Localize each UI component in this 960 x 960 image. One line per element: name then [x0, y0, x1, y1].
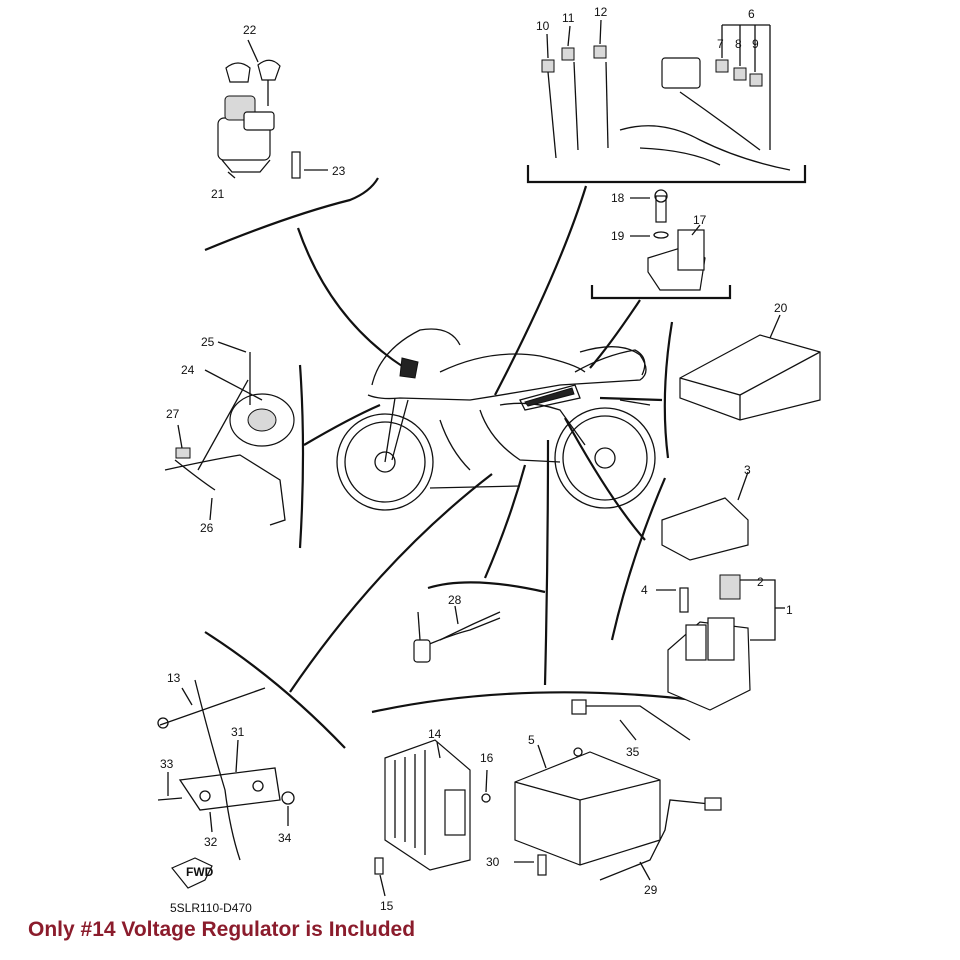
included-part-caption: Only #14 Voltage Regulator is Included: [28, 918, 416, 941]
callout-3: 3: [744, 463, 751, 477]
wire-harness-group: [541, 19, 791, 171]
callout-16: 16: [480, 751, 494, 765]
callout-1: 1: [786, 603, 793, 617]
bracket-group: [157, 679, 295, 889]
callout-8: 8: [735, 37, 742, 51]
voltage-regulator-group: [374, 739, 491, 897]
callout-34: 34: [278, 831, 292, 845]
callout-22: 22: [243, 23, 257, 37]
callout-9: 9: [752, 37, 759, 51]
callout-7: 7: [717, 37, 724, 51]
ecu-group: [679, 314, 821, 421]
callout-28: 28: [448, 593, 462, 607]
horn-group: [164, 341, 295, 526]
leader-lines: [289, 185, 663, 693]
fuse-box-group: [656, 471, 785, 711]
callout-32: 32: [204, 835, 218, 849]
callout-21: 21: [211, 187, 225, 201]
callout-25: 25: [201, 335, 215, 349]
callout-13: 13: [167, 671, 181, 685]
callout-6: 6: [748, 7, 755, 21]
callout-23: 23: [332, 164, 346, 178]
callout-11: 11: [562, 11, 575, 25]
motorcycle-illustration: [336, 328, 656, 511]
callout-14: 14: [428, 727, 442, 741]
callout-19: 19: [611, 229, 625, 243]
callout-labels: 1 2 3 4 5 6 7 8 9 10 11 12 13 14 15 16 1…: [160, 5, 793, 915]
callout-35: 35: [626, 745, 640, 759]
callout-27: 27: [166, 407, 180, 421]
callout-4: 4: [641, 583, 648, 597]
group-brackets: [204, 165, 807, 749]
callout-12: 12: [594, 5, 608, 19]
fwd-arrow: FWD: [186, 865, 214, 879]
callout-2: 2: [757, 575, 764, 589]
sensor-group: [413, 605, 501, 663]
callout-30: 30: [486, 855, 500, 869]
callout-24: 24: [181, 363, 195, 377]
callout-18: 18: [611, 191, 625, 205]
callout-26: 26: [200, 521, 214, 535]
relay-group: [630, 189, 706, 291]
callout-29: 29: [644, 883, 658, 897]
callout-15: 15: [380, 899, 394, 913]
diagram-code: 5SLR110-D470: [170, 901, 252, 915]
callout-17: 17: [693, 213, 707, 227]
callout-20: 20: [774, 301, 788, 315]
callout-5: 5: [528, 733, 535, 747]
fwd-label: FWD: [186, 865, 214, 879]
callout-10: 10: [536, 19, 550, 33]
callout-33: 33: [160, 757, 174, 771]
callout-31: 31: [231, 725, 245, 739]
battery-group: [514, 699, 722, 881]
main-switch-group: [217, 39, 328, 179]
